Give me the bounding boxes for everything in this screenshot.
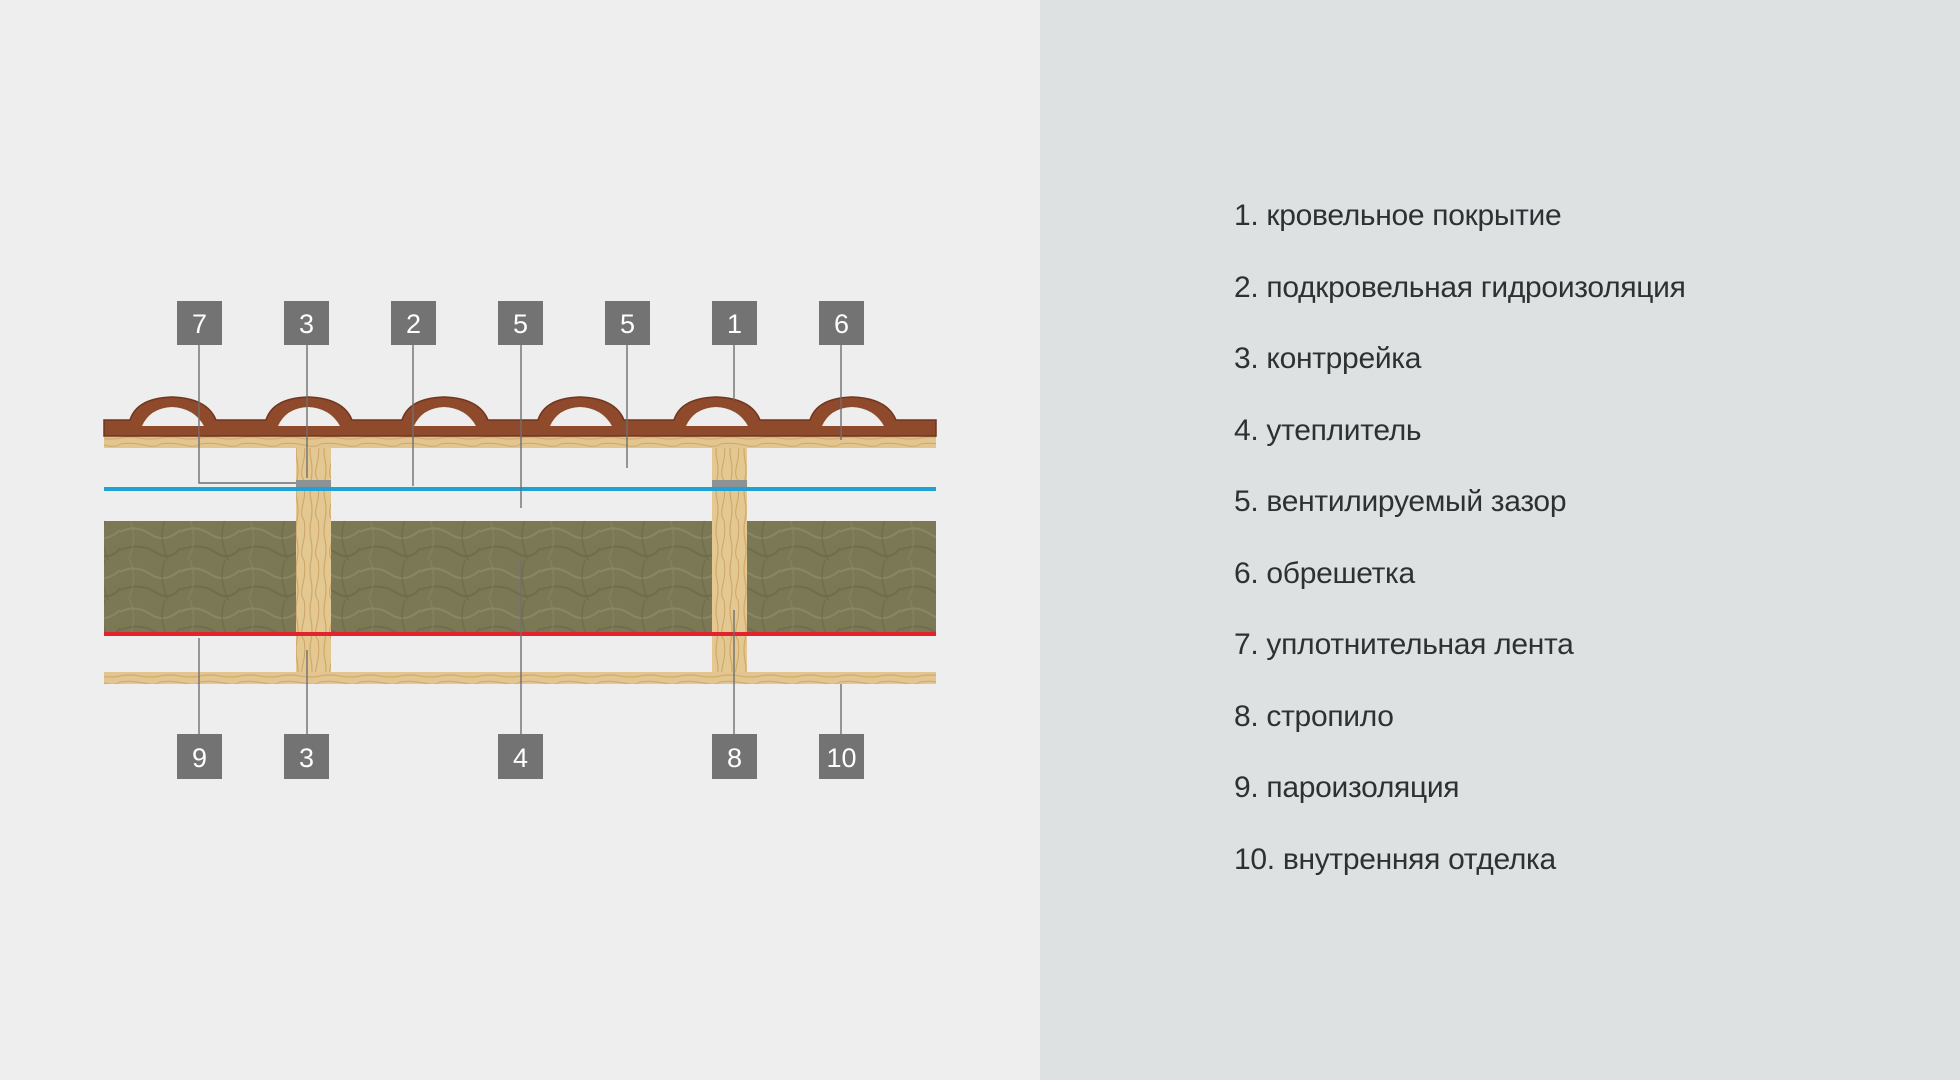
svg-text:9: 9 <box>192 743 207 773</box>
legend-text: пароизоляция <box>1266 771 1460 804</box>
waterproofing-membrane <box>104 487 936 491</box>
callout-top-2: 2 <box>391 301 436 345</box>
svg-text:6: 6 <box>834 309 849 339</box>
legend-item: 5.вентилируемый зазор <box>1234 480 1686 552</box>
legend-text: стропило <box>1266 699 1394 733</box>
callout-top-1: 1 <box>712 301 757 345</box>
legend-item: 1.кровельное покрытие <box>1234 194 1686 266</box>
legend-number: 2. <box>1234 270 1259 304</box>
legend-number: 3. <box>1234 342 1259 375</box>
legend-number: 8. <box>1234 699 1259 733</box>
callout-top-5b: 5 <box>605 301 650 345</box>
legend-text: внутренняя отделка <box>1282 842 1556 876</box>
legend-list: 1.кровельное покрытие 2.подкровельная ги… <box>1234 194 1686 909</box>
svg-text:1: 1 <box>727 309 742 339</box>
legend-panel <box>1040 0 1960 1080</box>
insulation-layer <box>104 521 936 633</box>
svg-text:5: 5 <box>620 309 635 339</box>
legend-number: 10. <box>1234 842 1275 876</box>
roof-tiles-hollow <box>142 407 884 426</box>
legend-text: уплотнительная лента <box>1266 628 1574 661</box>
svg-text:7: 7 <box>192 309 207 339</box>
legend-number: 5. <box>1234 485 1259 518</box>
callout-top-6: 6 <box>819 301 864 345</box>
callout-bottom-9: 9 <box>177 734 222 779</box>
seal-tape <box>712 480 747 489</box>
svg-text:3: 3 <box>299 309 314 339</box>
seal-tape <box>296 480 331 489</box>
legend-item: 10.внутренняя отделка <box>1234 838 1686 910</box>
interior-finish <box>104 672 936 684</box>
svg-text:2: 2 <box>406 309 421 339</box>
svg-text:8: 8 <box>727 743 742 773</box>
legend-text: вентилируемый зазор <box>1266 485 1567 518</box>
svg-text:4: 4 <box>513 743 528 773</box>
legend-item: 7.уплотнительная лента <box>1234 623 1686 695</box>
legend-item: 9.пароизоляция <box>1234 766 1686 838</box>
legend-text: кровельное покрытие <box>1266 199 1562 232</box>
svg-text:5: 5 <box>513 309 528 339</box>
legend-text: подкровельная гидроизоляция <box>1266 270 1686 304</box>
batten <box>104 436 936 448</box>
legend-item: 3.контррейка <box>1234 337 1686 409</box>
leader-lines <box>198 345 842 734</box>
vapor-barrier <box>104 632 936 636</box>
legend-text: контррейка <box>1266 342 1422 375</box>
roof-section-diagram: 7 3 2 5 5 1 6 9 3 4 8 10 <box>103 301 937 779</box>
legend-number: 9. <box>1234 771 1259 804</box>
callout-bottom-8: 8 <box>712 734 757 779</box>
legend-number: 4. <box>1234 413 1259 447</box>
callout-bottom-4: 4 <box>498 734 543 779</box>
legend-text: обрешетка <box>1266 556 1415 590</box>
callout-bottom-3: 3 <box>284 734 329 779</box>
legend-item: 8.стропило <box>1234 695 1686 767</box>
legend-text: утеплитель <box>1266 413 1422 447</box>
legend-number: 6. <box>1234 556 1259 590</box>
roof-tiles <box>103 396 937 437</box>
callout-top-7: 7 <box>177 301 222 345</box>
svg-text:10: 10 <box>826 743 856 773</box>
legend-number: 7. <box>1234 628 1259 661</box>
legend-item: 4.утеплитель <box>1234 409 1686 481</box>
callout-bottom-10: 10 <box>819 734 864 779</box>
callout-top-5a: 5 <box>498 301 543 345</box>
callout-top-3: 3 <box>284 301 329 345</box>
svg-text:3: 3 <box>299 743 314 773</box>
legend-number: 1. <box>1234 199 1259 232</box>
legend-item: 2.подкровельная гидроизоляция <box>1234 266 1686 338</box>
legend-item: 6.обрешетка <box>1234 552 1686 624</box>
